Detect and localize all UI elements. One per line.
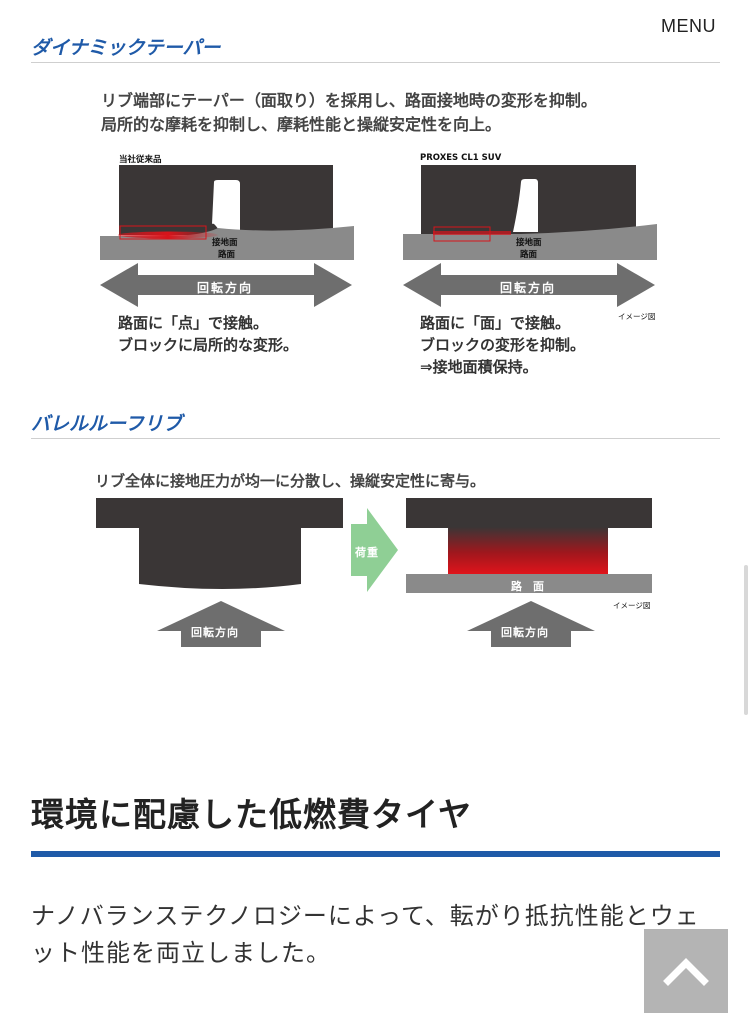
right-taper-diagram — [403, 165, 657, 307]
left-rib-rotation-arrow — [157, 601, 285, 647]
left-tread-groove — [212, 180, 240, 232]
left-contact-patch — [118, 231, 218, 239]
eco-title-rule — [31, 851, 720, 857]
barrel-rib-heading: バレルルーフリブ — [31, 413, 182, 435]
right-tread-groove — [513, 179, 538, 232]
barrel-image-note: イメージ図 — [613, 601, 651, 610]
right-rib-rotation-arrow — [467, 601, 595, 647]
barrel-rib-description: リブ全体に接地圧力が均一に分散し、操縦安定性に寄与。 — [95, 472, 486, 490]
dynamic-taper-image-note: イメージ図 — [618, 312, 656, 321]
left-rotation-arrow — [100, 263, 352, 307]
barrel-rib-diagram — [96, 498, 652, 647]
eco-section-body: ナノバランステクノロジーによって、転がり抵抗性能とウェット性能を両立しました。 — [31, 902, 700, 967]
right-rib-top — [406, 498, 652, 528]
right-road-bar — [406, 574, 652, 593]
right-contact-patch — [433, 231, 511, 235]
left-panel-label: 当社従来品 — [119, 155, 162, 165]
barrel-left-rotation-label: 回転方向 — [191, 626, 239, 639]
right-panel-caption: 路面に「面」で接触。 ブロックの変形を抑制。 ⇒接地面積保持。 — [420, 314, 586, 376]
barrel-road-label: 路 面 — [511, 580, 544, 593]
right-rib-pressure — [448, 527, 608, 574]
right-panel-label: PROXES CL1 SUV — [420, 153, 502, 163]
chevron-up-icon — [663, 958, 709, 986]
right-road-label: 路面 — [520, 250, 538, 260]
right-rotation-label: 回転方向 — [500, 281, 557, 295]
scrollbar-thumb[interactable] — [744, 565, 748, 715]
right-contact-box — [433, 226, 491, 242]
barrel-rib-heading-bar: バレルルーフリブ — [31, 412, 720, 439]
left-rib-shape — [96, 498, 343, 589]
left-panel-caption: 路面に「点」で接触。 ブロックに局所的な変形。 — [118, 314, 299, 354]
dynamic-taper-description: リブ端部にテーパー（面取り）を採用し、路面接地時の変形を抑制。 局所的な摩耗を抑… — [101, 91, 597, 134]
load-arrow — [351, 508, 398, 592]
right-road-surface — [403, 224, 657, 260]
left-road-surface — [100, 226, 354, 260]
eco-section-title: 環境に配慮した低燃費タイヤ — [31, 795, 473, 834]
menu-button[interactable]: MENU — [661, 16, 716, 36]
dynamic-taper-heading-bar: ダイナミックテーパー — [31, 36, 720, 63]
right-contact-label: 接地面 — [516, 238, 542, 248]
back-to-top-button[interactable] — [644, 929, 728, 1013]
left-taper-diagram — [100, 165, 354, 307]
left-road-label: 路面 — [218, 250, 236, 260]
left-rotation-label: 回転方向 — [197, 281, 254, 295]
dynamic-taper-heading: ダイナミックテーパー — [31, 37, 221, 59]
right-rotation-arrow — [403, 263, 655, 307]
load-label: 荷重 — [355, 546, 379, 559]
barrel-right-rotation-label: 回転方向 — [501, 626, 549, 639]
left-contact-box — [119, 225, 207, 240]
left-contact-label: 接地面 — [212, 238, 238, 248]
